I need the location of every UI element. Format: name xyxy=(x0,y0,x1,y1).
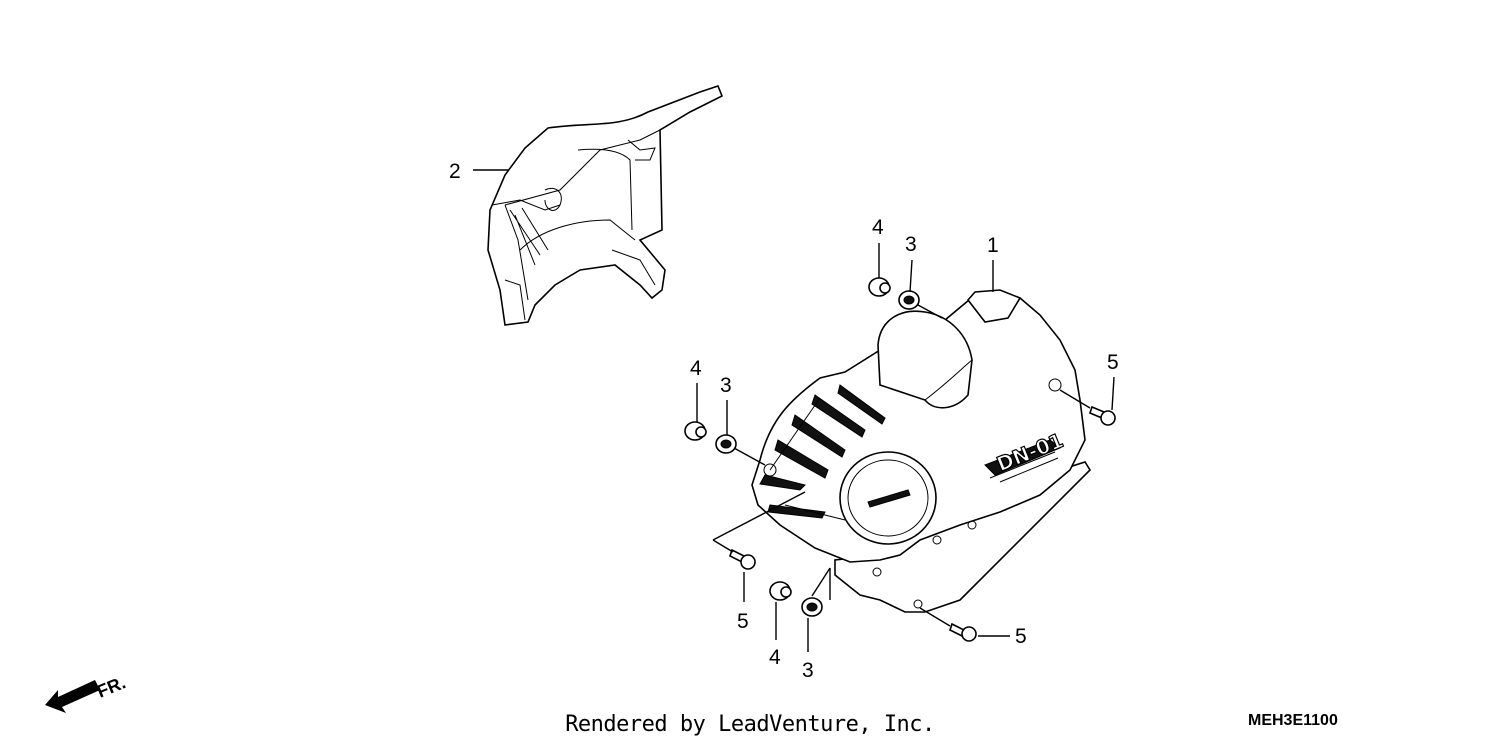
leader-lines xyxy=(473,169,1115,652)
callout-3-upper: 3 xyxy=(905,233,917,256)
part-5-bolt-bottom[interactable] xyxy=(949,622,977,642)
callout-3-middle: 3 xyxy=(720,374,732,397)
callout-5-left: 5 xyxy=(737,610,749,633)
part-3-grommet-middle[interactable] xyxy=(715,434,737,454)
callout-4-upper: 4 xyxy=(872,216,884,239)
part-3-grommet-lower[interactable] xyxy=(801,597,823,617)
part-3-grommet-upper[interactable] xyxy=(898,290,920,310)
part-5-bolt-right[interactable] xyxy=(1089,405,1116,426)
part-4-collar-upper[interactable] xyxy=(868,277,891,297)
diagram-code: MEH3E1100 xyxy=(1248,712,1338,729)
callout-2: 2 xyxy=(449,160,461,183)
callout-5-right: 5 xyxy=(1107,351,1119,374)
callout-5-bottom: 5 xyxy=(1015,625,1027,648)
callout-1: 1 xyxy=(987,234,999,257)
callout-3-lower: 3 xyxy=(802,659,814,682)
front-direction-label: FR. xyxy=(94,672,128,701)
part-2-shroud[interactable] xyxy=(487,85,724,326)
part-4-collar-lower[interactable] xyxy=(769,581,792,601)
front-direction-arrow xyxy=(45,680,100,713)
part-4-collar-middle[interactable] xyxy=(684,421,707,441)
footer-credit: Rendered by LeadVenture, Inc. xyxy=(565,712,935,737)
callout-4-middle: 4 xyxy=(690,357,702,380)
callout-4-lower: 4 xyxy=(769,646,781,669)
part-1-cover[interactable]: DN-01 xyxy=(751,289,1092,613)
part-5-bolt-left[interactable] xyxy=(729,548,756,570)
